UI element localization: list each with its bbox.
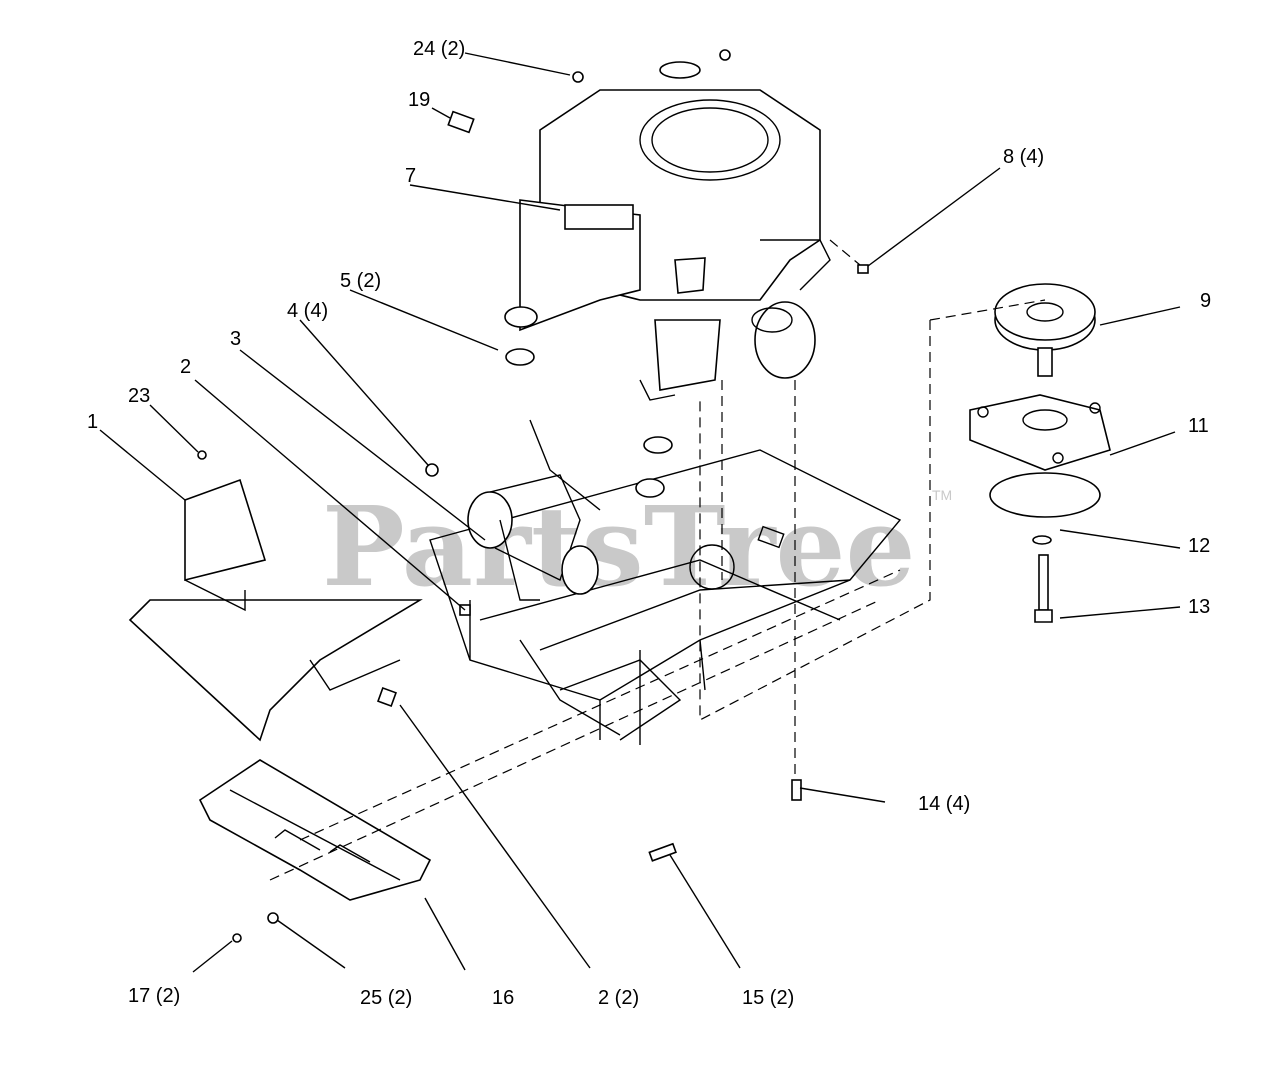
- callout-2-2: 2 (2): [598, 987, 639, 1009]
- washer-part-12: [1032, 535, 1052, 545]
- watermark-tm: TM: [932, 487, 952, 503]
- watermark: PartsTree: [322, 482, 916, 611]
- callout-23: 23: [128, 385, 150, 407]
- callout-4-4: 4 (4): [287, 300, 328, 322]
- hardware: [197, 49, 869, 943]
- leader-lines: [99, 52, 1181, 973]
- callout-24-2: 24 (2): [413, 38, 465, 60]
- callout-14-4: 14 (4): [918, 793, 970, 815]
- callout-labels: 24 (2) 19 7 8 (4) 9 5 (2) 4 (4) 3 2 23 1…: [87, 38, 1211, 1009]
- gaskets: [504, 306, 673, 498]
- callout-1: 1: [87, 411, 98, 433]
- pulley-part-9: [994, 283, 1096, 377]
- callout-8-4: 8 (4): [1003, 146, 1044, 168]
- callout-19: 19: [408, 89, 430, 111]
- alignment-lines: [269, 239, 1046, 881]
- callout-16: 16: [492, 987, 514, 1009]
- bolt-part-13: [1034, 554, 1053, 623]
- engine: [519, 61, 831, 401]
- shield-part-1: [128, 478, 423, 742]
- callout-7: 7: [405, 165, 416, 187]
- muffler: [467, 419, 601, 601]
- callout-13: 13: [1188, 596, 1210, 618]
- clutch-part-11: [969, 394, 1111, 518]
- callout-15-2: 15 (2): [742, 987, 794, 1009]
- callout-12: 12: [1188, 535, 1210, 557]
- callout-11: 11: [1188, 415, 1209, 437]
- callout-5-2: 5 (2): [340, 270, 381, 292]
- callout-25-2: 25 (2): [360, 987, 412, 1009]
- bumper-part-16: [198, 759, 432, 901]
- callout-3: 3: [230, 328, 241, 350]
- callout-17-2: 17 (2): [128, 985, 180, 1007]
- chassis-frame: [429, 449, 902, 745]
- callout-2: 2: [180, 356, 191, 378]
- callout-9: 9: [1200, 290, 1211, 312]
